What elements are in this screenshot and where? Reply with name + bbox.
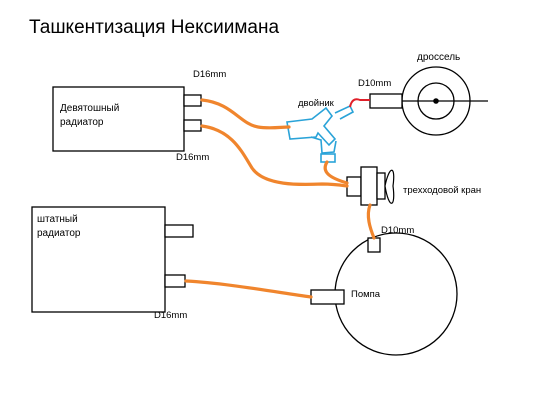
valve-body [360, 166, 378, 206]
valve-label: трехходовой кран [403, 185, 481, 196]
label-d16-top: D16mm [193, 69, 226, 80]
hose-top-radiator-to-tee [200, 98, 291, 130]
hose-valve-to-pump [366, 203, 376, 240]
radiator-top-port-2 [183, 119, 202, 132]
radiator-bottom-port-2 [164, 274, 186, 288]
tee: двойник [286, 98, 355, 163]
tee-right-stub [334, 104, 355, 120]
valve-handle-icon [384, 169, 395, 204]
tee-label: двойник [298, 98, 335, 109]
pump-label: Помпа [351, 289, 381, 300]
pump: Помпа [310, 232, 458, 356]
throttle: дроссель [369, 52, 488, 136]
three-way-valve: трехходовой кран [346, 166, 481, 206]
pump-top-port [367, 237, 381, 253]
hose-bottom-radiator-to-pump [184, 279, 313, 299]
label-d10-pump: D10mm [381, 225, 414, 236]
label-d10-throttle: D10mm [358, 78, 391, 89]
diagram-title: Ташкентизация Нексиимана [29, 17, 279, 38]
throttle-label: дроссель [417, 52, 460, 63]
pump-side-port [310, 289, 345, 305]
throttle-fitting [369, 93, 403, 109]
radiator-bottom-body [31, 206, 166, 313]
valve-stem [376, 172, 386, 200]
valve-inlet [346, 176, 362, 197]
tee-left-arm [286, 106, 337, 147]
radiator-bottom-port-1 [164, 224, 194, 238]
tee-down-arm [310, 136, 337, 154]
radiator-top-port-1 [183, 94, 202, 107]
label-d16-mid: D16mm [176, 152, 209, 163]
tee-to-throttle-hose [349, 98, 370, 108]
radiator-top-body [52, 86, 185, 152]
hose-top-radiator-to-valve [200, 124, 349, 188]
hose-tee-to-valve [323, 160, 349, 185]
hoses [184, 98, 376, 299]
label-d16-bottom: D16mm [154, 310, 187, 321]
